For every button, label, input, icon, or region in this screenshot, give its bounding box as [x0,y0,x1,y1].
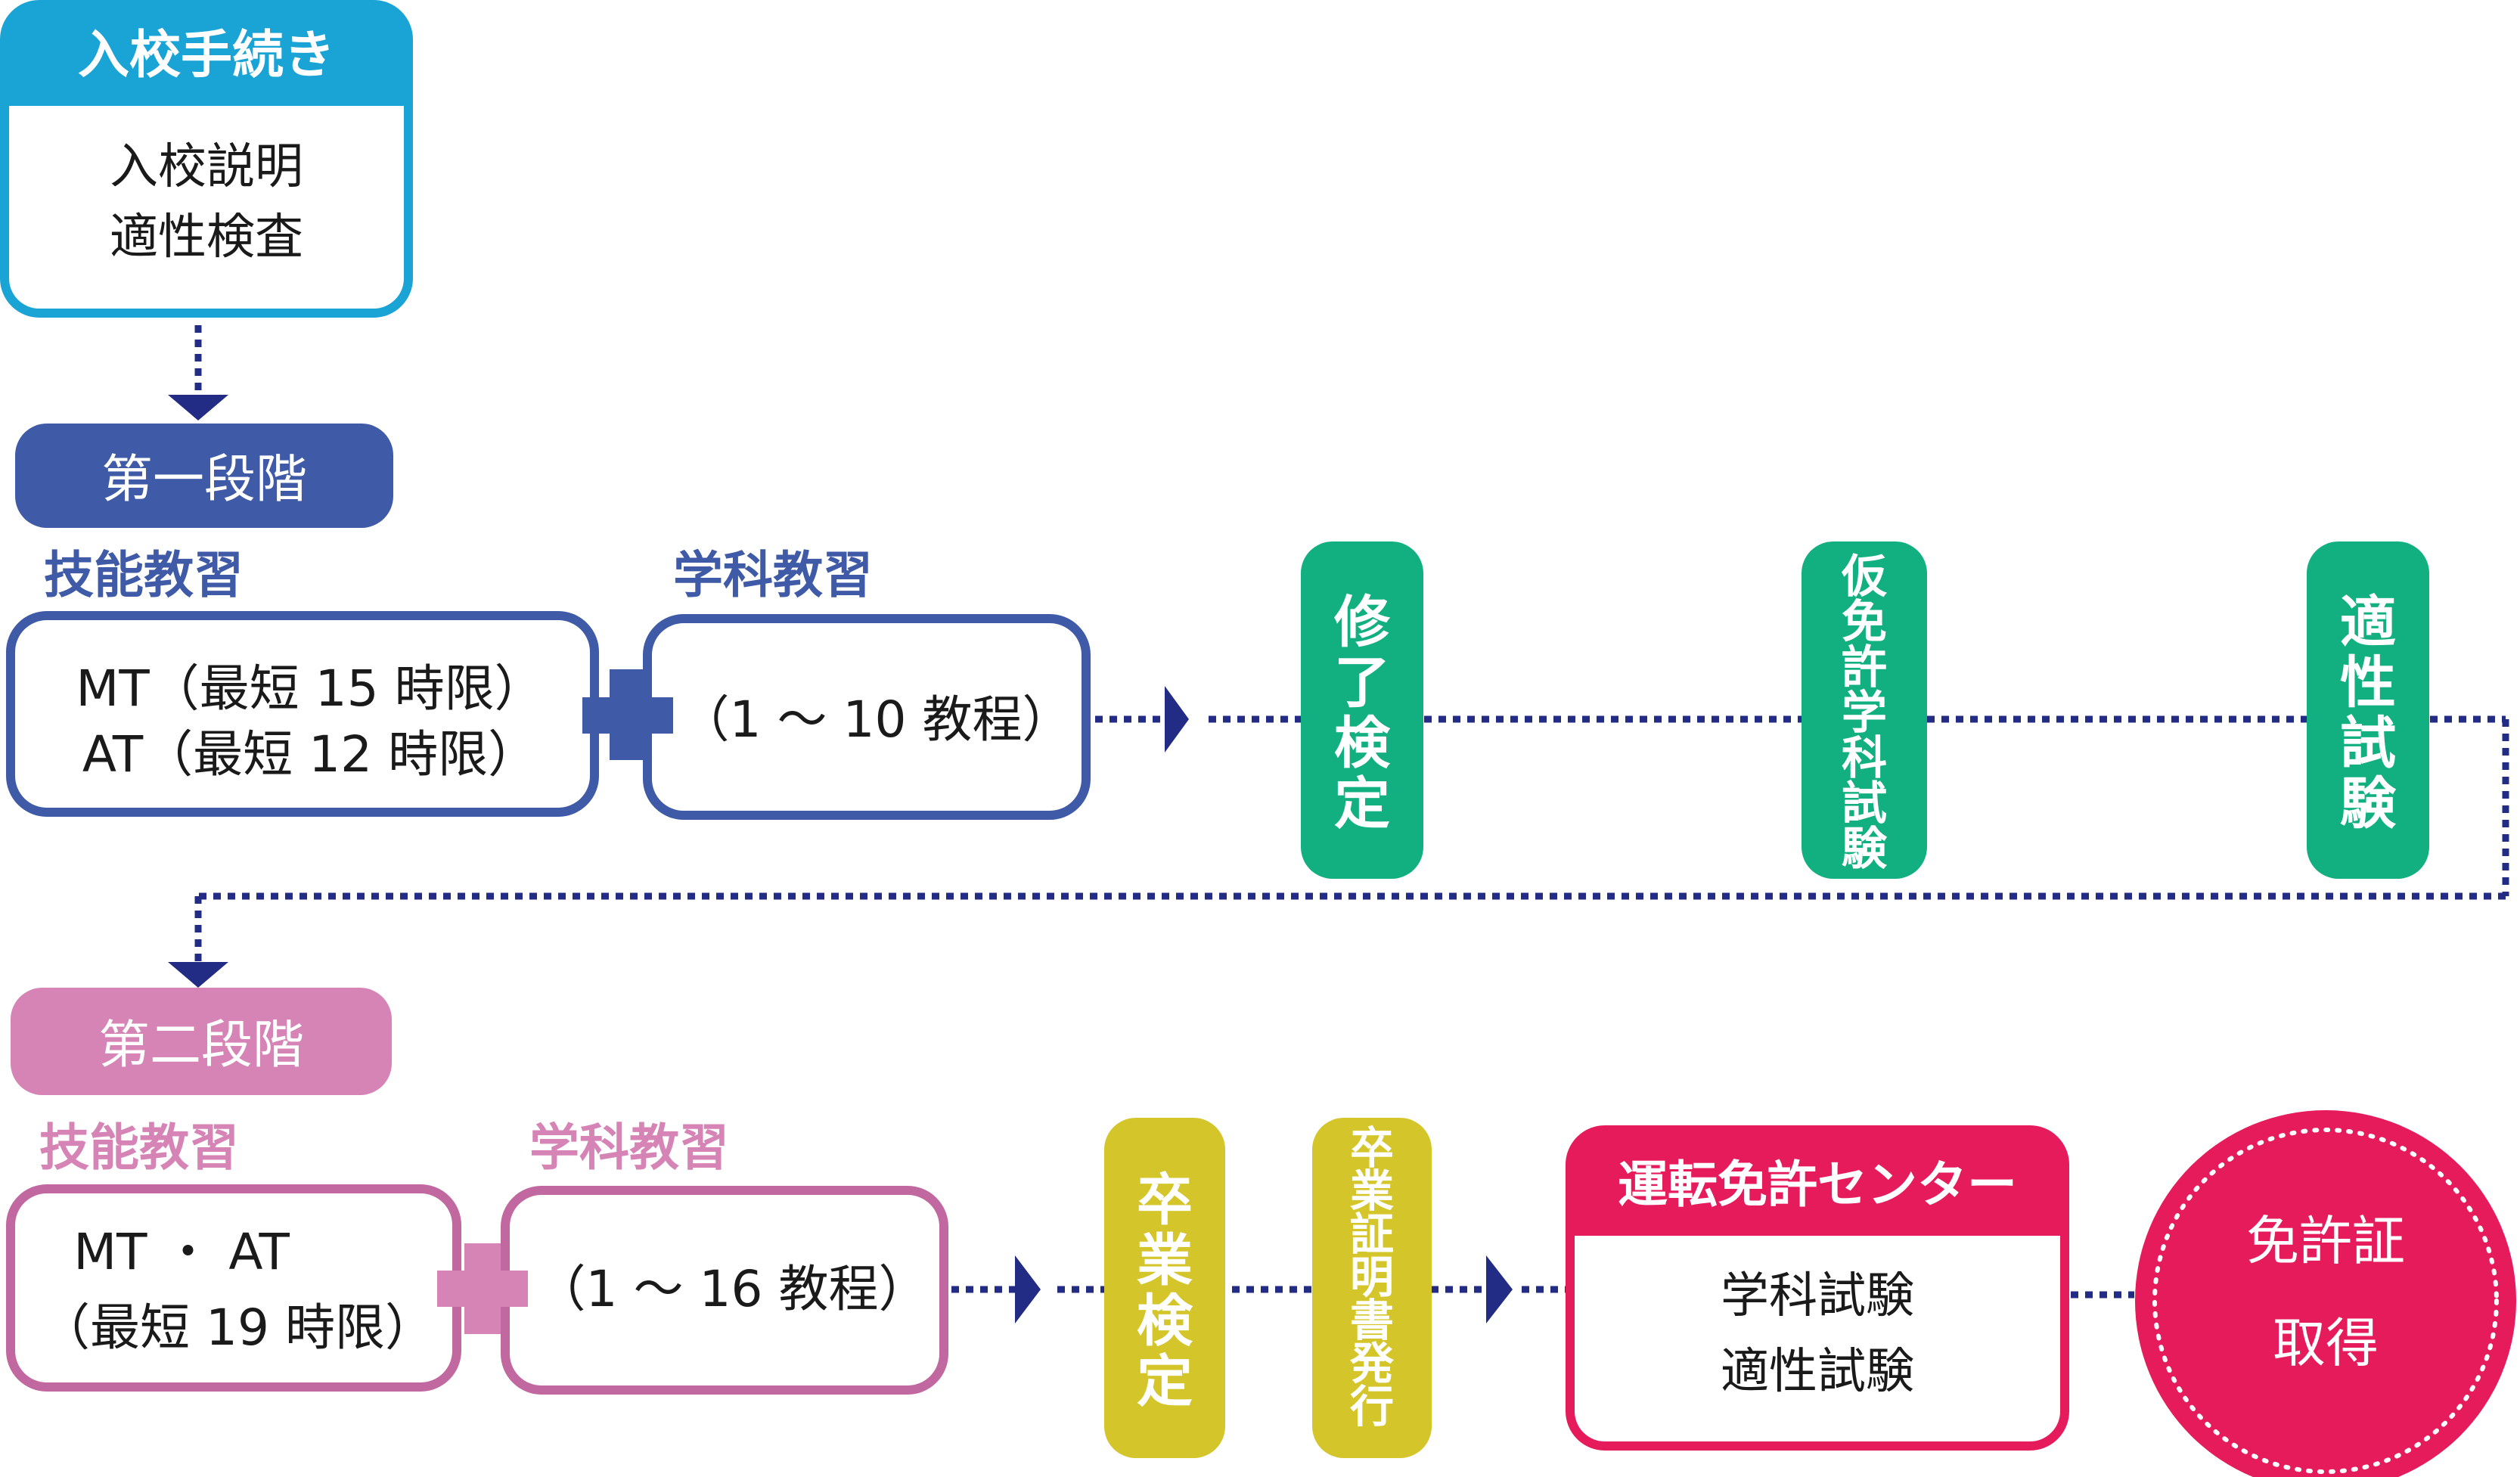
graduation-exam: 卒 業 検 定 [1104,1118,1225,1458]
graduation-exam-char: 定 [1137,1349,1193,1414]
license-acquired-line-2: 取得 [2273,1312,2379,1374]
stage2-practical-heading: 技能教習 [39,1119,239,1177]
provisional-exam-char: 科 [1842,732,1887,785]
enrollment-box: 入校手続き 入校説明 適性検査 [0,0,413,318]
provisional-exam-char: 許 [1842,641,1887,694]
stage2-theory-box: （1 ～ 16 教程） [501,1186,948,1395]
stage1-theory-heading: 学科教習 [673,546,873,604]
license-center-title: 運転免許センター [1618,1156,2017,1214]
stage1-theory-text: （1 ～ 10 教程） [680,690,1072,749]
plus-icon [582,669,673,760]
triangle-arrow-icon [1165,686,1189,752]
license-center-box: 運転免許センター 学科試験 適性試験 [1566,1125,2069,1451]
triangle-arrow-icon [168,395,228,420]
stage2-practical-line-1: MT ・ AT [73,1223,290,1281]
completion-exam-char: 修 [1334,590,1391,655]
graduation-exam-char: 検 [1137,1289,1193,1354]
aptitude-test-char: 試 [2340,711,2396,776]
certificate-char: 明 [1350,1252,1394,1303]
stage1-badge: 第一段階 [15,424,393,528]
checkpoint-provisional-written-exam: 仮 免 許 学 科 試 験 [1802,541,1927,879]
graduation-exam-char: 卒 [1137,1168,1193,1233]
stage1-practical-heading: 技能教習 [44,546,244,604]
provisional-exam-char: 学 [1842,687,1887,740]
stage1-practical-box: MT（最短 15 時限） AT（最短 12 時限） [6,611,599,817]
triangle-arrow-icon [1486,1255,1513,1323]
checkpoint-completion-exam: 修 了 検 定 [1301,541,1423,879]
stage2-badge-label: 第二段階 [98,1016,304,1075]
stage1-practical-line-1: MT（最短 15 時限） [76,659,544,718]
enrollment-line-2: 適性検査 [110,209,303,265]
aptitude-test-char: 験 [2340,771,2397,836]
checkpoint-aptitude-test: 適 性 試 験 [2307,541,2429,879]
provisional-exam-char: 免 [1842,596,1887,649]
aptitude-test-char: 適 [2340,590,2396,655]
provisional-exam-char: 験 [1842,823,1888,876]
stage2-practical-line-2: （最短 19 時限） [40,1299,435,1357]
stage1-theory-box: （1 ～ 10 教程） [643,614,1091,820]
enrollment-line-1: 入校説明 [110,139,303,195]
completion-exam-char: 検 [1334,711,1391,776]
completion-exam-char: 了 [1334,650,1390,715]
stage2-theory-text: （1 ～ 16 教程） [536,1260,929,1318]
certificate-char: 証 [1350,1209,1394,1260]
stage2-theory-heading: 学科教習 [529,1119,729,1177]
license-center-line-1: 学科試験 [1721,1268,1914,1324]
provisional-exam-char: 試 [1842,777,1887,830]
license-acquired-line-1: 免許証 [2246,1210,2405,1272]
plus-icon [437,1243,528,1334]
certificate-char: 書 [1350,1295,1394,1346]
certificate-char: 卒 [1350,1122,1394,1174]
enrollment-title: 入校手続き [78,26,335,85]
certificate-char: 発 [1350,1338,1395,1389]
graduation-certificate: 卒 業 証 明 書 発 行 [1312,1118,1432,1458]
stage1-practical-line-2: AT（最短 12 時限） [82,725,538,783]
aptitude-test-char: 性 [2340,650,2396,715]
certificate-char: 業 [1350,1165,1394,1217]
provisional-exam-char: 仮 [1841,551,1888,604]
stage1-badge-label: 第一段階 [101,450,307,510]
stage2-badge: 第二段階 [11,988,392,1095]
triangle-arrow-icon [1015,1255,1041,1323]
completion-exam-char: 定 [1334,771,1390,836]
graduation-exam-char: 業 [1137,1228,1193,1293]
license-acquired-circle: 免許証 取得 [2135,1110,2516,1477]
certificate-char: 行 [1350,1381,1394,1432]
triangle-arrow-icon [168,962,228,988]
stage2-practical-box: MT ・ AT （最短 19 時限） [6,1184,461,1392]
license-center-line-2: 適性試験 [1721,1344,1914,1400]
